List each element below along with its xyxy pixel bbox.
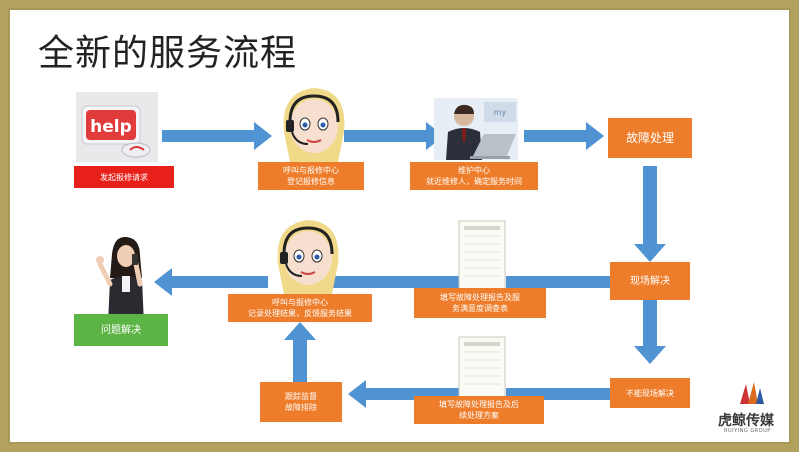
arrow-head-8 [284,322,316,340]
arrow-onsite-to-form1 [506,276,610,288]
arrow-request-to-callcenter [162,130,254,142]
customer-woman-image [96,234,154,324]
node-problem-solved: 问题解决 [74,314,168,346]
screen-text: my [494,108,507,117]
brand-logo-name: 虎鲸传媒 [718,413,774,429]
node-fault-handling: 故障处理 [608,118,692,158]
operator-cartoon-2 [268,214,346,296]
operator-cartoon-1 [274,82,352,164]
arrow-head-5 [154,268,172,296]
node-cannot-solve-onsite: 不能现场解决 [610,378,690,408]
node-callcenter-feedback: 呼叫与报修中心 记录处理结果，反馈服务结果 [228,294,372,322]
form-document-2 [458,336,506,406]
arrow-callcenter-to-maintenance [344,130,426,142]
help-key-image: help [76,92,158,162]
node-followup: 跟踪监督 故障排除 [260,382,342,422]
arrow-fault-to-onsite [643,166,657,244]
node-form-report-survey: 填写故障处理报告及服 务满意度调查表 [414,288,546,318]
form-document-1 [458,220,506,294]
arrow-callcenter2-to-solved [172,276,268,288]
node-callcenter-register: 呼叫与报修中心 登记报修信息 [258,162,364,190]
arrow-head-6 [634,346,666,364]
node-onsite-solve: 现场解决 [610,262,690,300]
slide: 全新的服务流程 [8,8,791,444]
help-key-label: help [90,117,132,137]
arrow-head-3 [586,122,604,150]
node-form-report-plan: 填写故障处理报告及后 续处理方案 [414,396,544,424]
flow-arrows [154,122,666,408]
arrow-maintenance-to-fault [524,130,586,142]
arrow-followup-to-callcenter2 [293,340,307,382]
arrow-head-4 [634,244,666,262]
arrow-onsite-to-cannot [643,300,657,346]
node-request: 发起报修请求 [74,166,174,188]
node-maintenance-center: 维护中心 就近维修人，确定服务时间 [410,162,538,190]
arrow-head-1 [254,122,272,150]
arrow-head-7 [348,380,366,408]
arrow-form1-to-callcenter2 [316,276,460,288]
brand-logo-icon [736,378,766,408]
page-title: 全新的服务流程 [38,33,298,74]
brand-logo-sub: RUIYING GROUP [724,428,771,434]
maintenance-staff-image: my [434,98,518,160]
